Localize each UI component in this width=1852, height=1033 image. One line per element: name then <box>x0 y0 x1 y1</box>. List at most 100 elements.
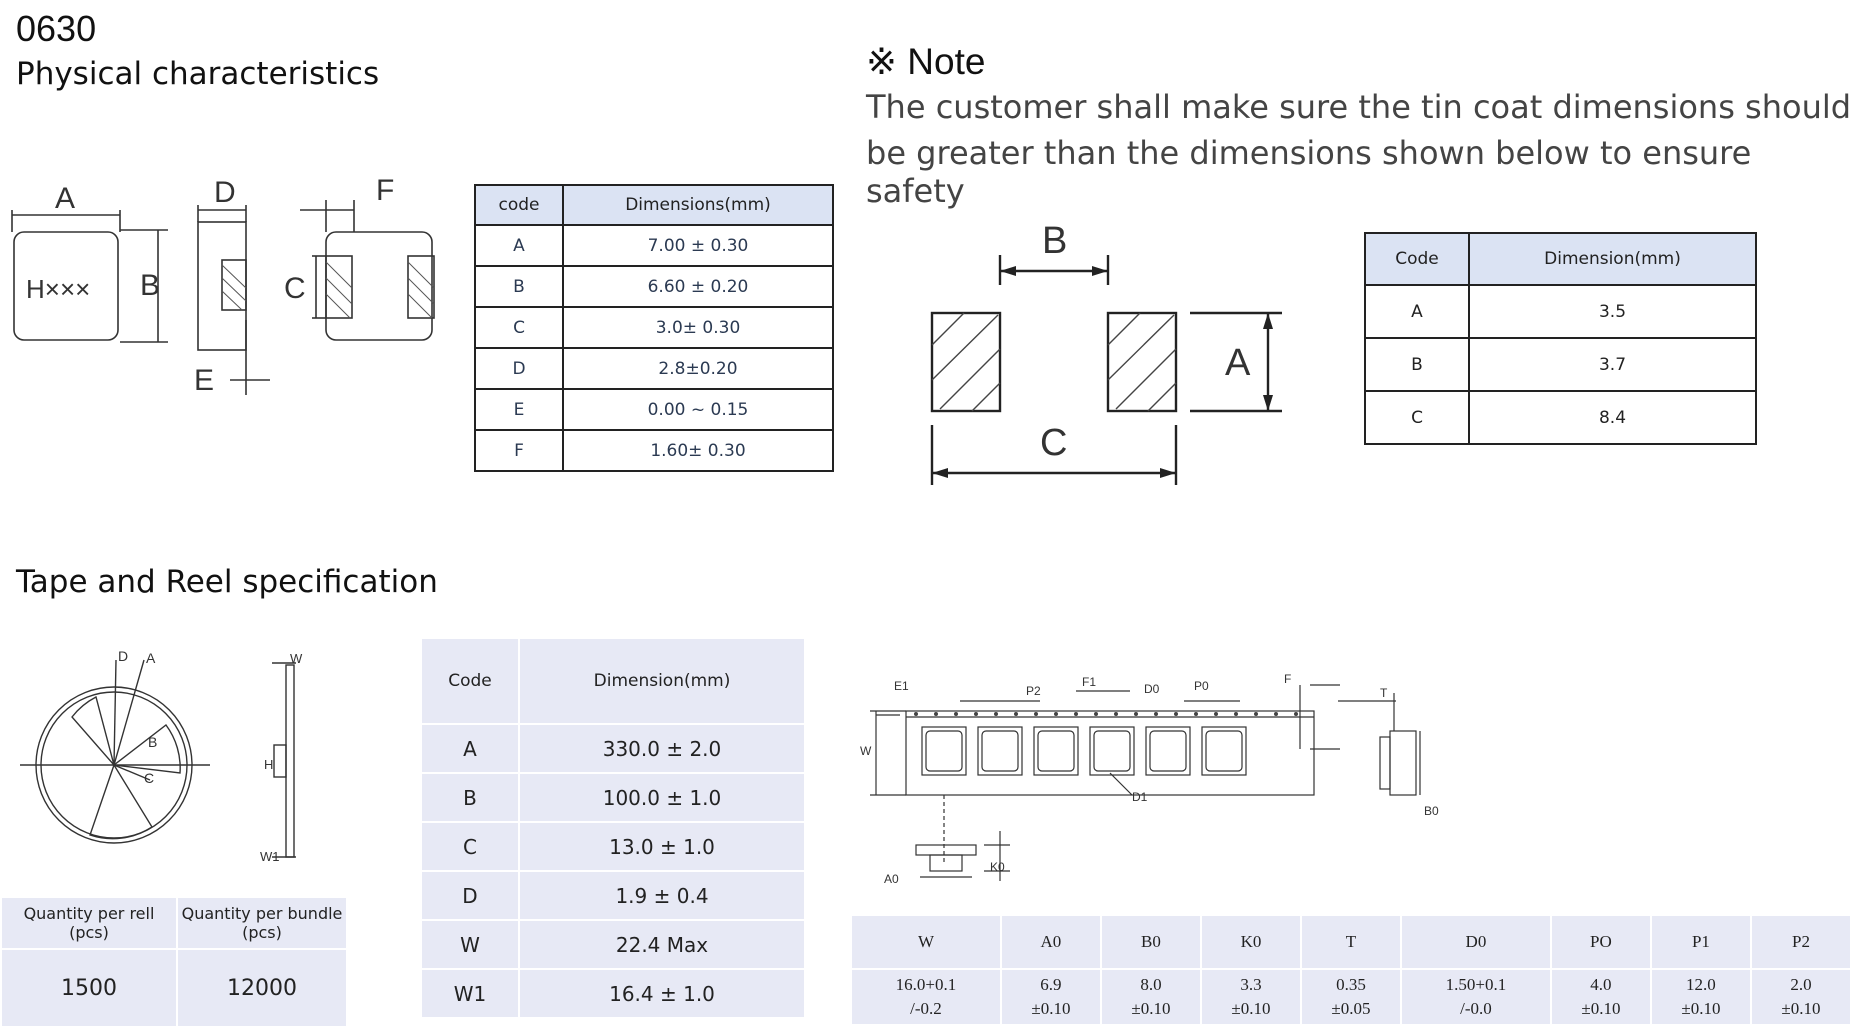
tape-value-line2: /-0.0 <box>1460 999 1492 1018</box>
component-outline-drawing: A B D E F C H××× <box>11 174 435 397</box>
table-cell-value: 2.8±0.20 <box>562 347 834 390</box>
dim-label-b: B <box>140 269 160 302</box>
tape-value-line1: 12.0 <box>1686 975 1716 994</box>
table-cell-value: 3.0± 0.30 <box>562 306 834 349</box>
dim-label-f: F <box>376 174 394 207</box>
part-code: 0630 <box>16 8 97 49</box>
dim-label-c: C <box>284 272 306 305</box>
tape-value-line2: /-0.2 <box>910 999 942 1018</box>
table-cell-value: 330.0 ± 2.0 <box>518 723 806 774</box>
tape-value-line2: ±0.10 <box>1581 999 1621 1018</box>
note-text-line1: The customer shall make sure the tin coa… <box>866 88 1852 126</box>
tape-header: P2 <box>1749 914 1852 970</box>
reel-label-b: B <box>148 734 157 750</box>
table-cell-code: C <box>1364 390 1470 445</box>
tape-value-line1: 2.0 <box>1790 975 1812 994</box>
tape-value-line1: 6.9 <box>1040 975 1062 994</box>
table-cell-code: C <box>474 306 564 349</box>
table-cell-code: F <box>474 429 564 472</box>
table-cell-code: A <box>474 224 564 267</box>
tape-label-d1: D1 <box>1132 790 1148 804</box>
table-cell-value: 16.4 ± 1.0 <box>518 968 806 1019</box>
tape-value: 8.0 ±0.10 <box>1099 968 1202 1026</box>
tape-value-line2: ±0.10 <box>1031 999 1071 1018</box>
table-cell-code: C <box>420 821 520 872</box>
tape-value-line1: 16.0+0.1 <box>895 975 957 994</box>
table-cell-value: 1.60± 0.30 <box>562 429 834 472</box>
tape-label-d0: D0 <box>1144 682 1160 696</box>
reel-label-w: W <box>290 651 303 666</box>
header-dimensions: Dimensions(mm) <box>562 184 834 226</box>
tape-header: T <box>1299 914 1402 970</box>
tape-header: PO <box>1549 914 1652 970</box>
tape-value-line1: 0.35 <box>1336 975 1366 994</box>
table-cell-value: 6.60 ± 0.20 <box>562 265 834 308</box>
tape-label-t: T <box>1380 686 1388 700</box>
table-cell-code: E <box>474 388 564 431</box>
header-qty-bundle: Quantity per bundle (pcs) <box>176 896 348 950</box>
part-marking: H××× <box>26 274 90 304</box>
table-cell-value: 100.0 ± 1.0 <box>518 772 806 823</box>
note-title: ※ Note <box>866 41 986 82</box>
tape-value-line2: ±0.10 <box>1781 999 1821 1018</box>
reel-label-h: H <box>264 757 273 772</box>
header-dimension: Dimension(mm) <box>518 637 806 725</box>
table-cell-code: W1 <box>420 968 520 1019</box>
tape-value-line1: 1.50+0.1 <box>1445 975 1507 994</box>
table-cell-code: W <box>420 919 520 970</box>
header-dimension: Dimension(mm) <box>1468 232 1757 286</box>
tape-value: 2.0 ±0.10 <box>1749 968 1852 1026</box>
tape-header: B0 <box>1099 914 1202 970</box>
header-code: code <box>474 184 564 226</box>
tape-label-p2: P2 <box>1026 684 1041 698</box>
tape-value-line1: 3.3 <box>1240 975 1262 994</box>
header-qty-reel: Quantity per rell (pcs) <box>0 896 178 950</box>
tape-label-a0: A0 <box>884 872 899 886</box>
dim-label-e: E <box>194 364 214 397</box>
tape-value-line2: ±0.10 <box>1681 999 1721 1018</box>
physical-title: Physical characteristics <box>16 56 380 92</box>
table-cell-code: A <box>420 723 520 774</box>
qty-bundle-value: 12000 <box>176 948 348 1028</box>
header-code: Code <box>1364 232 1470 286</box>
tape-value-line2: ±0.10 <box>1231 999 1271 1018</box>
table-cell-code: B <box>420 772 520 823</box>
tape-label-f1: F1 <box>1082 675 1096 689</box>
table-cell-code: D <box>474 347 564 390</box>
table-cell-value: 3.5 <box>1468 284 1757 339</box>
table-cell-value: 3.7 <box>1468 337 1757 392</box>
tape-header: P1 <box>1649 914 1752 970</box>
table-cell-value: 8.4 <box>1468 390 1757 445</box>
tape-header: D0 <box>1399 914 1552 970</box>
table-cell-code: A <box>1364 284 1470 339</box>
tape-value: 12.0 ±0.10 <box>1649 968 1752 1026</box>
tape-value-line2: ±0.10 <box>1131 999 1171 1018</box>
table-cell-value: 1.9 ± 0.4 <box>518 870 806 921</box>
tape-label-b0: B0 <box>1424 804 1439 818</box>
tape-value-line1: 8.0 <box>1140 975 1162 994</box>
carrier-tape-drawing: E1 P2 F1 D0 P0 F T W D1 B0 A0 K0 <box>860 672 1439 886</box>
tape-dimensions-table: W A0 B0 K0 T D0 PO P1 P2 16.0+0.1/-0.2 6… <box>850 914 1852 1026</box>
dim-label-d: D <box>214 176 236 209</box>
note-text-line2: be greater than the dimensions shown bel… <box>866 134 1752 210</box>
table-cell-code: B <box>1364 337 1470 392</box>
tape-value: 6.9 ±0.10 <box>999 968 1102 1026</box>
qty-reel-value: 1500 <box>0 948 178 1028</box>
tape-value: 0.35±0.05 <box>1299 968 1402 1026</box>
table-cell-code: B <box>474 265 564 308</box>
tape-label-f: F <box>1284 672 1291 686</box>
tape-label-w: W <box>860 744 872 758</box>
table-cell-value: 13.0 ± 1.0 <box>518 821 806 872</box>
quantity-table: Quantity per rell (pcs) Quantity per bun… <box>0 896 348 1028</box>
pad-label-c: C <box>1040 422 1067 464</box>
tape-value-line1: 4.0 <box>1590 975 1612 994</box>
pad-label-a: A <box>1225 342 1251 384</box>
reel-drawing: D A B C W H W1 <box>20 648 303 864</box>
table-cell-value: 0.00 ~ 0.15 <box>562 388 834 431</box>
tape-header: W <box>850 914 1002 970</box>
tape-value: 3.3 ±0.10 <box>1199 968 1302 1026</box>
tape-header: A0 <box>999 914 1102 970</box>
tape-title: Tape and Reel specification <box>16 564 438 600</box>
